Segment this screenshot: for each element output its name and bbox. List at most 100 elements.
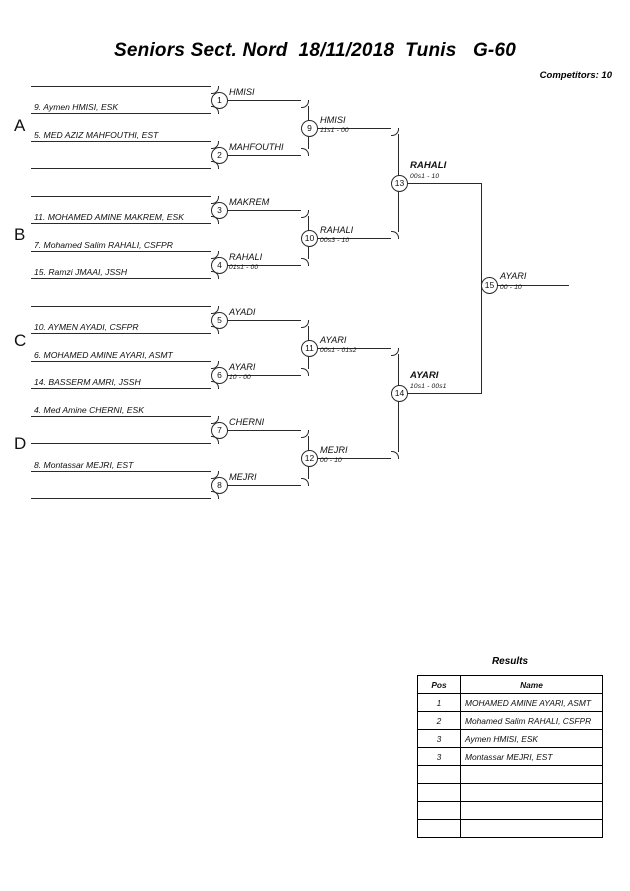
slot-line: [31, 333, 211, 334]
result-name: [460, 819, 603, 838]
results-col-name: Name: [460, 675, 603, 694]
round3-feed-line: [316, 128, 391, 129]
entry-name: 15. Ramzi JMAAI, JSSH: [34, 267, 128, 277]
match-winner-11: AYARI: [320, 335, 347, 345]
result-name: Mohamed Salim RAHALI, CSFPR: [460, 711, 603, 730]
match-winner-3: MAKREM: [229, 197, 270, 207]
group-label-d: D: [14, 434, 27, 453]
match-score-10: 00s3 - 10: [320, 237, 350, 244]
match-winner-12: MEJRI: [320, 445, 348, 455]
match-number-6[interactable]: 6: [211, 367, 228, 384]
match-number-1[interactable]: 1: [211, 92, 228, 109]
table-row: [417, 765, 603, 784]
entry-name: 4. Med Amine CHERNI, ESK: [34, 405, 145, 415]
entry-name: 8. Montassar MEJRI, EST: [34, 460, 134, 470]
slot-line: [31, 278, 211, 279]
match-number-8[interactable]: 8: [211, 477, 228, 494]
round2-feed-line: [226, 210, 301, 211]
entry-name: 9. Aymen HMISI, ESK: [34, 102, 119, 112]
bracket-corner: [301, 478, 309, 486]
round3-feed-line: [316, 238, 391, 239]
bracket-corner: [301, 258, 309, 266]
slot-line: [31, 388, 211, 389]
match-score-6: 10 - 00: [229, 374, 251, 381]
bracket-corner: [301, 148, 309, 156]
result-name: Aymen HMISI, ESK: [460, 729, 603, 748]
match-winner-5: AYADI: [229, 307, 256, 317]
entry-name: 11. MOHAMED AMINE MAKREM, ESK: [34, 212, 184, 222]
slot-line: [31, 471, 211, 472]
final-feed-line: [406, 183, 481, 184]
results-title: Results: [491, 656, 529, 667]
entry-name: 5. MED AZIZ MAHFOUTHI, EST: [34, 130, 159, 140]
page-title: Seniors Sect. Nord 18/11/2018 Tunis G-60: [114, 40, 516, 61]
match-number-13[interactable]: 13: [391, 175, 408, 192]
match-number-14[interactable]: 14: [391, 385, 408, 402]
round2-feed-line: [226, 265, 301, 266]
table-row: [417, 819, 603, 838]
round2-feed-line: [226, 485, 301, 486]
match-number-5[interactable]: 5: [211, 312, 228, 329]
bracket-corner: [391, 451, 399, 459]
match-number-9[interactable]: 9: [301, 120, 318, 137]
match-number-10[interactable]: 10: [301, 230, 318, 247]
match-score-14: 10s1 - 00s1: [410, 383, 447, 390]
round2-feed-line: [226, 100, 301, 101]
slot-line: [31, 416, 211, 417]
result-name: MOHAMED AMINE AYARI, ASMT: [460, 693, 603, 712]
match-winner-1: HMISI: [229, 87, 255, 97]
match-number-4[interactable]: 4: [211, 257, 228, 274]
slot-line: [31, 223, 211, 224]
match-score-9: 11s1 - 00: [320, 127, 349, 134]
result-name: Montassar MEJRI, EST: [460, 747, 603, 766]
match-score-11: 00s1 - 01s2: [320, 347, 357, 354]
table-row: [417, 783, 603, 802]
match-number-3[interactable]: 3: [211, 202, 228, 219]
result-position: 3: [417, 729, 461, 748]
slot-line: [31, 498, 211, 499]
table-row: [417, 801, 603, 820]
group-label-a: A: [14, 116, 26, 135]
entry-name: 6. MOHAMED AMINE AYARI, ASMT: [34, 350, 173, 360]
entry-name: 7. Mohamed Salim RAHALI, CSFPR: [34, 240, 173, 250]
match-winner-4: RAHALI: [229, 252, 263, 262]
match-number-15[interactable]: 15: [481, 277, 498, 294]
match-score-15: 00 - 10: [500, 284, 522, 291]
round2-feed-line: [226, 430, 301, 431]
result-name: [460, 783, 603, 802]
result-position: [417, 765, 461, 784]
results-col-pos: Pos: [417, 675, 461, 694]
match-winner-9: HMISI: [320, 115, 346, 125]
match-winner-15: AYARI: [500, 271, 527, 281]
slot-line: [31, 306, 211, 307]
match-winner-7: CHERNI: [229, 417, 265, 427]
match-number-7[interactable]: 7: [211, 422, 228, 439]
match-score-13: 00s1 - 10: [410, 173, 440, 180]
round2-feed-line: [226, 155, 301, 156]
result-position: [417, 801, 461, 820]
match-number-11[interactable]: 11: [301, 340, 318, 357]
slot-line: [31, 113, 211, 114]
result-position: 3: [417, 747, 461, 766]
match-score-4: 01s1 - 00: [229, 264, 259, 271]
match-winner-2: MAHFOUTHI: [229, 142, 284, 152]
competitors-count: Competitors: 10: [539, 70, 612, 81]
bracket-corner: [301, 368, 309, 376]
result-position: 2: [417, 711, 461, 730]
match-winner-13: RAHALI: [410, 160, 447, 171]
round2-feed-line: [226, 375, 301, 376]
match-number-12[interactable]: 12: [301, 450, 318, 467]
champion-line: [496, 285, 569, 286]
slot-line: [31, 443, 211, 444]
match-winner-6: AYARI: [229, 362, 256, 372]
results-header-row: Pos Name: [417, 675, 603, 694]
match-number-2[interactable]: 2: [211, 147, 228, 164]
entry-name: 14. BASSERM AMRI, JSSH: [34, 377, 141, 387]
entry-name: 10. AYMEN AYADI, CSFPR: [34, 322, 139, 332]
result-name: [460, 765, 603, 784]
